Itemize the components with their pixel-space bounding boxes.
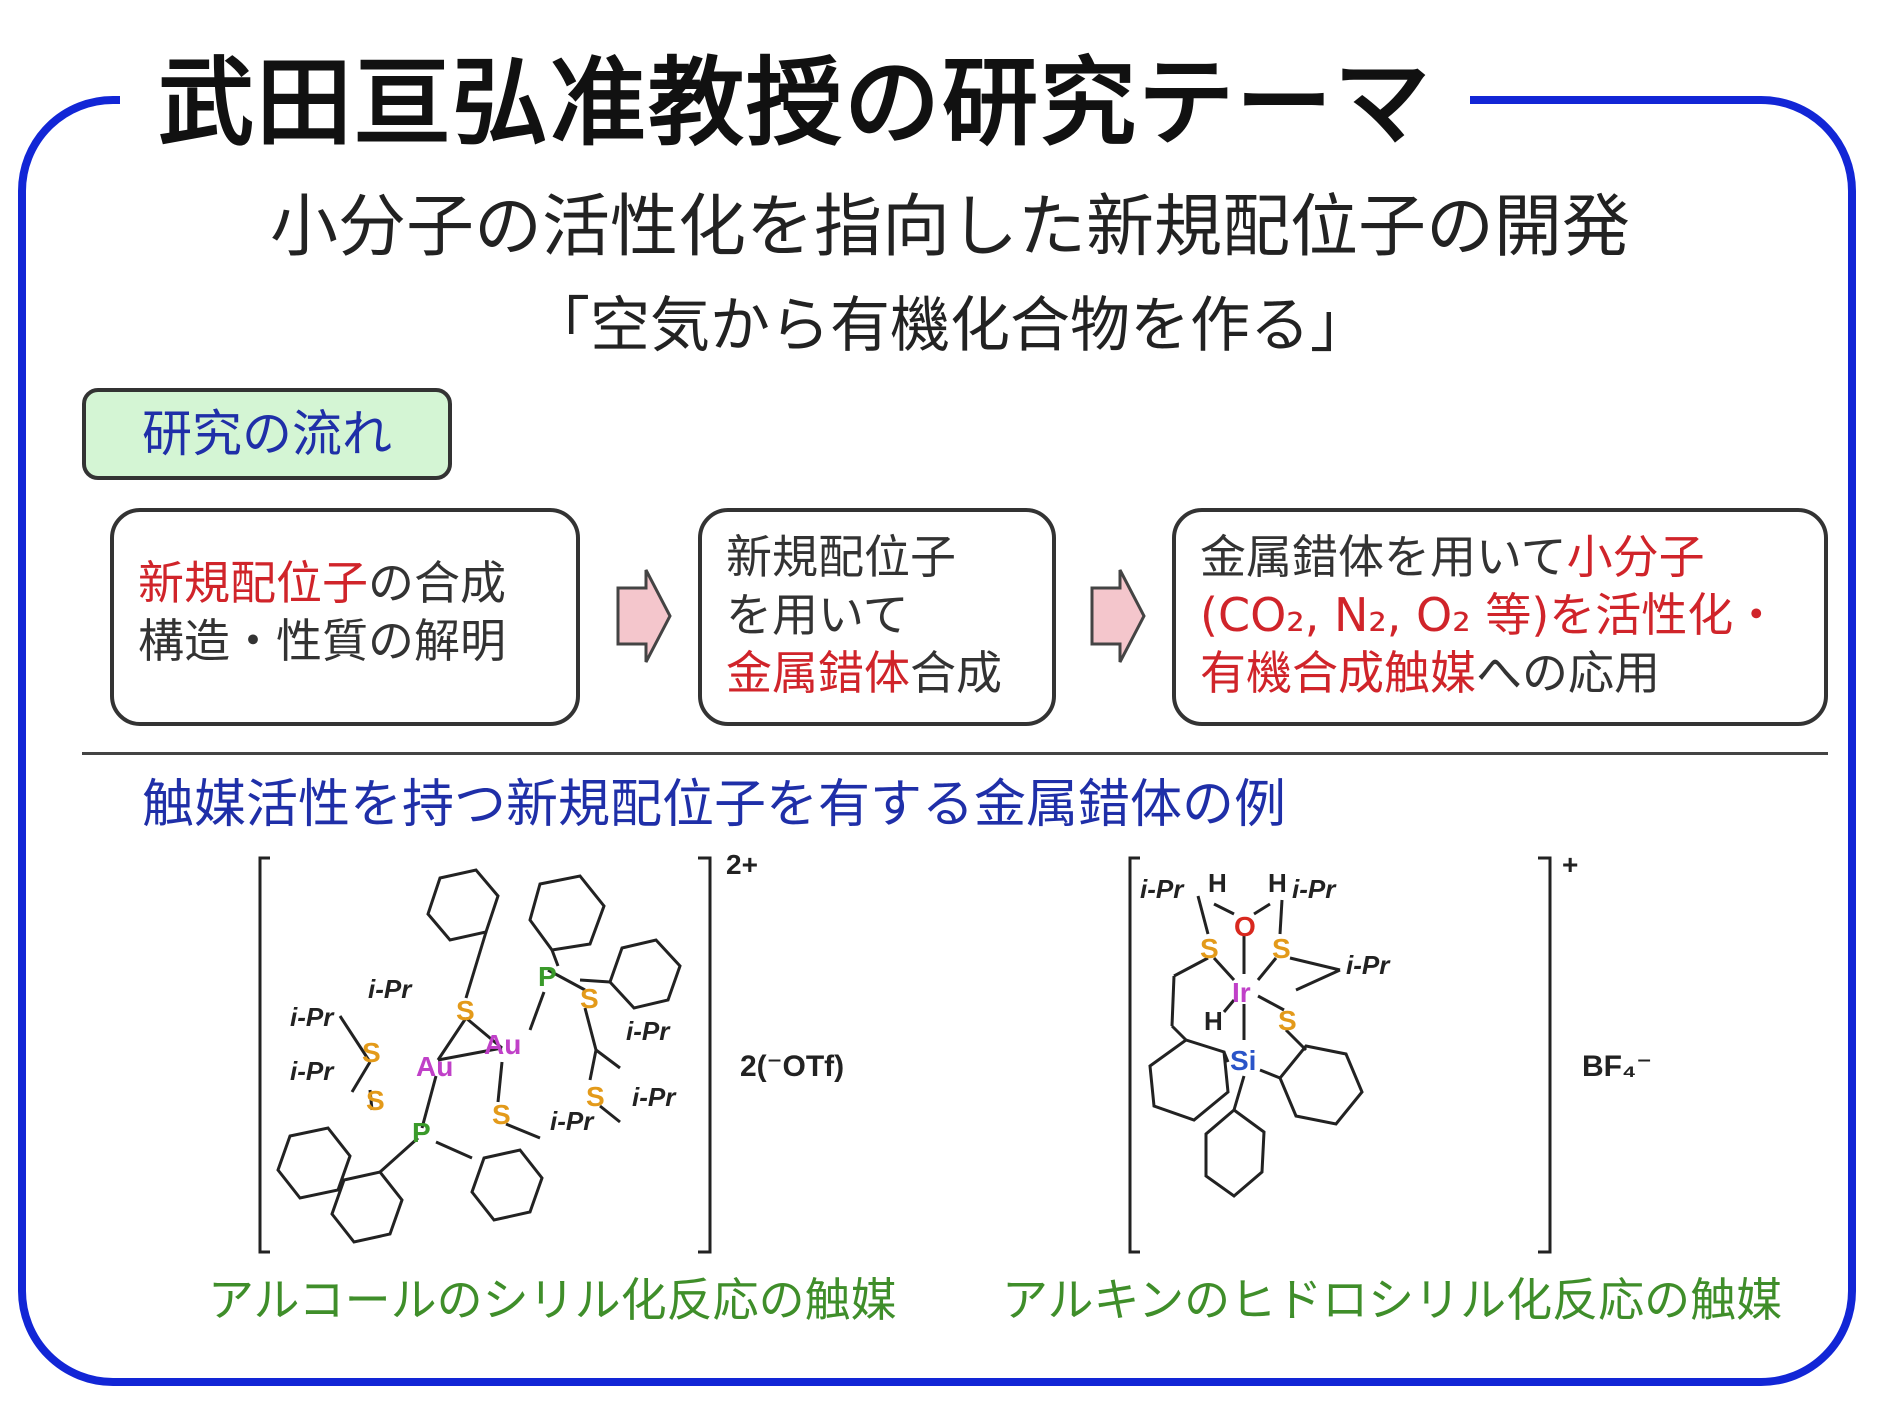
step-2-box: 新規配位子 を用いて 金属錯体合成 (698, 508, 1056, 726)
title-container: 武田亘弘准教授の研究テーマ (120, 38, 1470, 168)
iridium-complex-caption: アルキンのヒドロシリル化反応の触媒 (1002, 1273, 1783, 1327)
tagline: 「空気から有機化合物を作る」 (530, 291, 1370, 361)
isopropyl-label-c: i-Pr (1346, 950, 1391, 980)
isopropyl-label-3: i-Pr (290, 1056, 335, 1086)
step-2-line-3: 金属錯体合成 (726, 644, 1028, 702)
step-3-start: 金属錯体を用いて (1200, 530, 1567, 584)
oxygen-atom: O (1234, 911, 1256, 942)
sulfur-atom-b: S (1272, 933, 1291, 964)
sulfur-atom-c: S (1278, 1005, 1297, 1036)
gold-complex-structure: P P S S S S S S Au Au i-Pr i-Pr i-Pr i-P… (258, 849, 844, 1254)
isopropyl-label-a: i-Pr (1140, 874, 1185, 904)
step-3-rest: への応用 (1476, 646, 1660, 700)
step-3-red-1: 小分子 (1566, 530, 1705, 584)
sulfur-atom-2: S (362, 1037, 381, 1068)
isopropyl-label-2: i-Pr (290, 1002, 335, 1032)
examples-title: 触媒活性を持つ新規配位子を有する金属錯体の例 (142, 775, 1287, 835)
iridium-complex-structure: O H H H S S S Ir Si i-Pr i-Pr i-Pr + BF₄… (1128, 849, 1652, 1254)
hydrogen-atom-1: H (1208, 868, 1227, 898)
step-2-line-1: 新規配位子 (726, 530, 956, 584)
step-1-rest: の合成 (368, 556, 506, 610)
gold-atom-right: Au (484, 1029, 521, 1060)
gold-complex-counterion: 2(⁻OTf) (740, 1050, 844, 1083)
step-2-line-2: を用いて (726, 588, 909, 642)
gold-complex-caption: アルコールのシリル化反応の触媒 (208, 1273, 897, 1327)
step-1-line-1: 新規配位子の合成 (138, 554, 552, 612)
sulfur-atom-3: S (366, 1085, 385, 1116)
step-3-line-2: (CO₂, N₂, O₂ 等)を活性化・ (1200, 588, 1780, 642)
step-3-red-3: 有機合成触媒 (1200, 646, 1476, 700)
step-3-line-1: 金属錯体を用いて小分子 (1200, 528, 1800, 586)
isopropyl-label-b: i-Pr (1292, 874, 1337, 904)
isopropyl-label-1: i-Pr (368, 974, 413, 1004)
section-divider (82, 752, 1828, 755)
iridium-complex-charge: + (1562, 849, 1578, 880)
phosphorus-atom-bottom: P (412, 1117, 431, 1148)
sulfur-atom-4: S (492, 1099, 511, 1130)
step-2-rest: 合成 (910, 646, 1002, 700)
sulfur-atom-6: S (586, 1081, 605, 1112)
subtitle: 小分子の活性化を指向した新規配位子の開発 (269, 188, 1630, 267)
iridium-complex-bonds (1128, 856, 1552, 1254)
phosphorus-atom-top: P (538, 961, 557, 992)
gold-atom-left: Au (416, 1051, 453, 1082)
isopropyl-label-6: i-Pr (550, 1106, 595, 1136)
step-1-red: 新規配位子 (138, 556, 368, 610)
hydrogen-atom-2: H (1268, 868, 1287, 898)
gold-complex-bonds (258, 856, 712, 1254)
isopropyl-label-4: i-Pr (626, 1016, 671, 1046)
step-3-box: 金属錯体を用いて小分子 (CO₂, N₂, O₂ 等)を活性化・ 有機合成触媒へ… (1172, 508, 1828, 726)
step-2-red: 金属錯体 (726, 646, 910, 700)
sulfur-atom-1: S (456, 995, 475, 1026)
hydrogen-atom-3: H (1204, 1006, 1223, 1036)
isopropyl-label-5: i-Pr (632, 1082, 677, 1112)
iridium-atom: Ir (1232, 977, 1251, 1008)
sulfur-atom-5: S (580, 983, 599, 1014)
arrow-right-icon-1 (616, 569, 672, 663)
sulfur-atom-a: S (1200, 933, 1219, 964)
step-1-box: 新規配位子の合成 構造・性質の解明 (110, 508, 580, 726)
main-title: 武田亘弘准教授の研究テーマ (158, 47, 1432, 159)
iridium-complex-counterion: BF₄⁻ (1582, 1050, 1652, 1083)
silicon-atom: Si (1230, 1045, 1256, 1076)
step-3-line-3: 有機合成触媒への応用 (1200, 644, 1800, 702)
flow-badge: 研究の流れ (82, 388, 452, 480)
step-1-line-2: 構造・性質の解明 (138, 614, 506, 668)
arrow-right-icon-2 (1090, 569, 1146, 663)
gold-complex-charge: 2+ (726, 849, 758, 880)
